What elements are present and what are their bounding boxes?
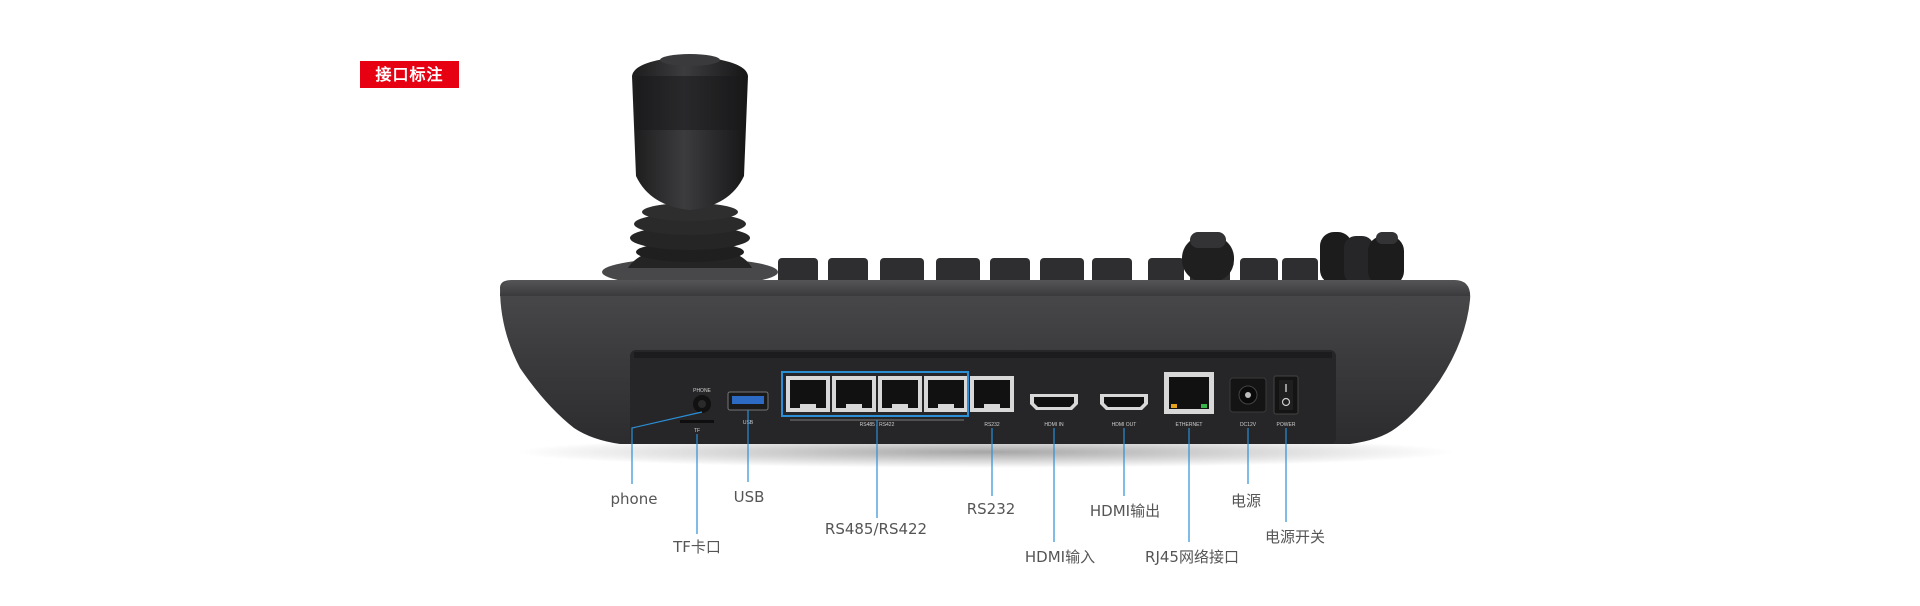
rs485-group-frame <box>781 371 969 417</box>
phone-jack: PHONE <box>693 388 712 413</box>
callout-label-tf: TF卡口 <box>673 538 721 556</box>
callout-label-usb: USB <box>733 488 765 506</box>
rj45-ports: RS485 / RS422 RS232 <box>781 371 1014 428</box>
callout-label-hdmi-in: HDMI输入 <box>1024 548 1096 566</box>
panel-label-phone: PHONE <box>693 388 711 394</box>
tf-slot: TF <box>680 420 714 434</box>
panel-label-dc: DC12V <box>1240 422 1257 428</box>
power-switch: POWER <box>1273 375 1299 428</box>
panel-label-tf: TF <box>694 428 700 434</box>
knobs <box>1182 232 1404 286</box>
panel-label-rs232: RS232 <box>984 422 1000 428</box>
callout-label-phone: phone <box>610 490 658 508</box>
ethernet-port: ETHERNET <box>1164 372 1214 428</box>
panel-label-power: POWER <box>1277 422 1296 428</box>
panel-label-hdmi-in: HDMI IN <box>1044 422 1064 428</box>
callout-label-dc: 电源 <box>1230 492 1262 510</box>
joystick <box>602 54 778 286</box>
callout-lines <box>631 410 1287 542</box>
callout-label-hdmi-out: HDMI输出 <box>1089 502 1161 520</box>
hdmi-in-port: HDMI IN <box>1030 394 1078 428</box>
callout-label-rs232: RS232 <box>966 500 1016 518</box>
dc-jack: DC12V <box>1229 377 1267 428</box>
callout-label-rj45: RJ45网络接口 <box>1145 548 1239 566</box>
callout-label-rs485: RS485/RS422 <box>824 520 928 538</box>
title-badge: 接口标注 <box>360 61 459 88</box>
hdmi-out-port: HDMI OUT <box>1100 394 1148 428</box>
panel-label-ethernet: ETHERNET <box>1176 422 1203 428</box>
top-keys <box>778 258 1318 284</box>
callout-label-power-switch: 电源开关 <box>1264 528 1326 546</box>
callout-line-phone <box>631 411 703 484</box>
panel-label-hdmi-out: HDMI OUT <box>1112 422 1137 428</box>
